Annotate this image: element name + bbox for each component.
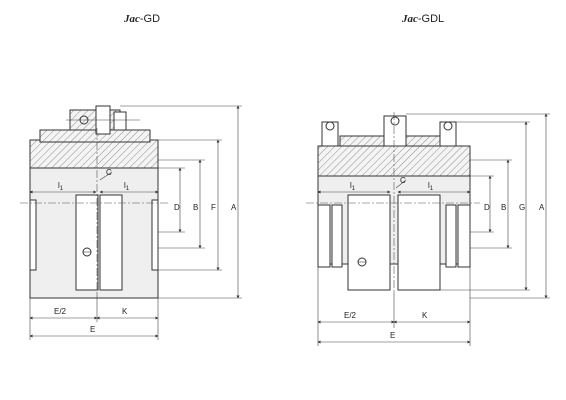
bolt-tabs <box>321 115 457 147</box>
hub-left <box>75 194 99 291</box>
label-l1-right: l1 <box>124 181 130 192</box>
flange-section <box>39 129 151 143</box>
hub-left <box>347 194 391 291</box>
label-d: D <box>484 203 490 212</box>
label-a: A <box>539 203 545 212</box>
label-c: C <box>400 176 406 185</box>
label-e-half: E/2 <box>54 307 67 316</box>
label-d: D <box>174 203 180 212</box>
label-k: K <box>422 311 428 320</box>
label-f: F <box>211 203 216 212</box>
label-e: E <box>90 325 95 334</box>
hub-right <box>397 194 441 291</box>
bolt-assembly <box>66 105 140 135</box>
hub-right <box>99 194 123 291</box>
label-l1-left: l1 <box>58 181 64 192</box>
title-jac-gd: Jac-GD <box>123 13 160 25</box>
label-c: C <box>106 168 112 177</box>
label-b: B <box>193 203 198 212</box>
label-g: G <box>519 203 525 212</box>
label-a: A <box>231 203 237 212</box>
label-l1-right: l1 <box>428 181 434 192</box>
drawing-jac-gd: Jac-GD l1 l1 C <box>20 13 242 340</box>
label-e: E <box>390 331 395 340</box>
label-k: K <box>122 307 128 316</box>
label-e-half: E/2 <box>344 311 357 320</box>
drawing-jac-gdl: Jac-GDL l1 l1 <box>306 13 550 346</box>
flange-right <box>457 204 471 268</box>
label-b: B <box>501 203 506 212</box>
sleeve-section <box>29 139 159 169</box>
label-l1-left: l1 <box>350 181 356 192</box>
title-jac-gdl: Jac-GDL <box>401 13 444 25</box>
flange-left <box>317 204 331 268</box>
